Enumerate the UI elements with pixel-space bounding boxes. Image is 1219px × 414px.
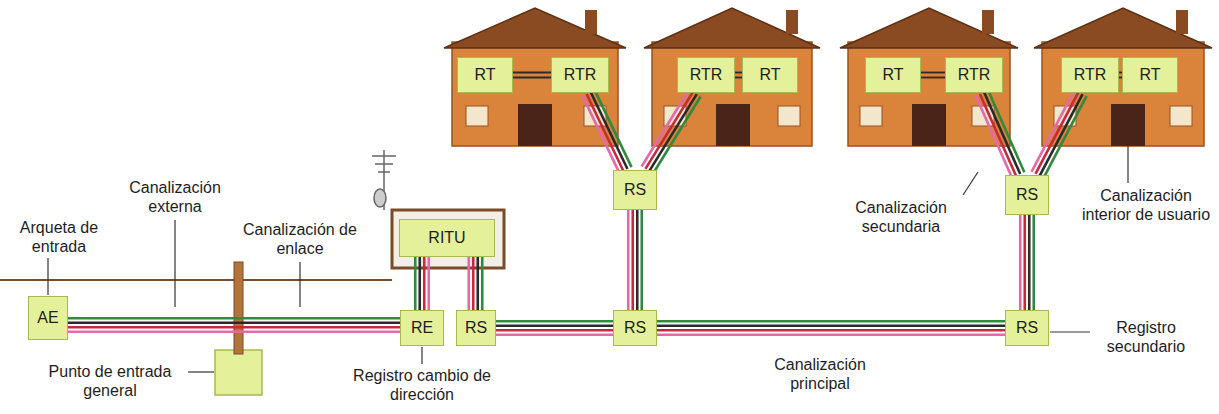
register-box: AE [28,296,68,340]
callout-label: Canalización principal [745,355,895,393]
box-label: RTR [564,66,597,84]
cable-bundle [657,321,1005,335]
box-label: RS [624,181,646,199]
houses [444,8,1212,146]
register-box: RS [1005,175,1049,215]
callout-label: Canalización interior de usuario [1078,186,1214,224]
callout-label: Registro secundario [1082,318,1210,356]
box-label: AE [37,309,58,327]
cable-bundle [642,89,701,173]
entry-point-box [215,350,262,395]
register-box: RTR [677,57,735,93]
ground-line [0,279,392,281]
register-box: RT [1122,57,1178,93]
cable-bundle [496,321,613,335]
box-label: RT [474,66,495,84]
register-box: RITU [399,219,495,257]
register-box: RS [1005,310,1049,346]
cable-bundle [628,210,642,310]
callout-label: Punto de entrada general [30,362,190,400]
box-label: RS [1016,319,1038,337]
register-box: RTR [945,57,1003,93]
house [840,8,1018,146]
box-label: RITU [428,229,465,247]
cable-bundle [68,318,400,332]
box-label: RE [411,319,433,337]
callout-label: Arqueta de entrada [0,218,118,256]
entry-post [234,262,243,354]
register-box: RE [400,310,444,346]
cable-bundle [583,90,632,173]
register-box: RS [456,310,496,346]
cable-bundle [513,73,551,78]
box-label: RS [624,319,646,337]
house [644,8,820,146]
box-label: RTR [958,66,991,84]
callout-label: Canalización de enlace [240,220,360,258]
cable-bundle [1020,215,1034,310]
box-label: RTR [690,66,723,84]
cable-bundle [976,90,1025,177]
box-label: RTR [1074,66,1107,84]
register-box: RS [613,310,657,346]
ritu-enclosure [392,210,504,268]
house [444,8,626,146]
callout-label: Registro cambio de dirección [320,366,524,404]
box-label: RT [1139,66,1160,84]
leader-lines [48,146,1128,372]
cable-bundle [735,73,742,78]
register-box: RT [742,57,798,93]
box-label: RT [759,66,780,84]
register-box: RTR [551,57,609,93]
register-box: RS [613,170,657,210]
antenna [372,150,396,210]
cable-bundle [469,257,483,310]
register-box: RTR [1061,57,1119,93]
box-label: RS [465,319,487,337]
callout-label: Canalización externa [110,178,240,216]
box-label: RT [882,66,903,84]
cable-bundle [1032,90,1087,178]
callout-label: Canalización secundaria [826,198,976,236]
cable-bundle [415,257,429,310]
register-box: RT [457,57,513,93]
register-box: RT [865,57,921,93]
box-label: RS [1016,186,1038,204]
cable-bundle [921,73,945,78]
